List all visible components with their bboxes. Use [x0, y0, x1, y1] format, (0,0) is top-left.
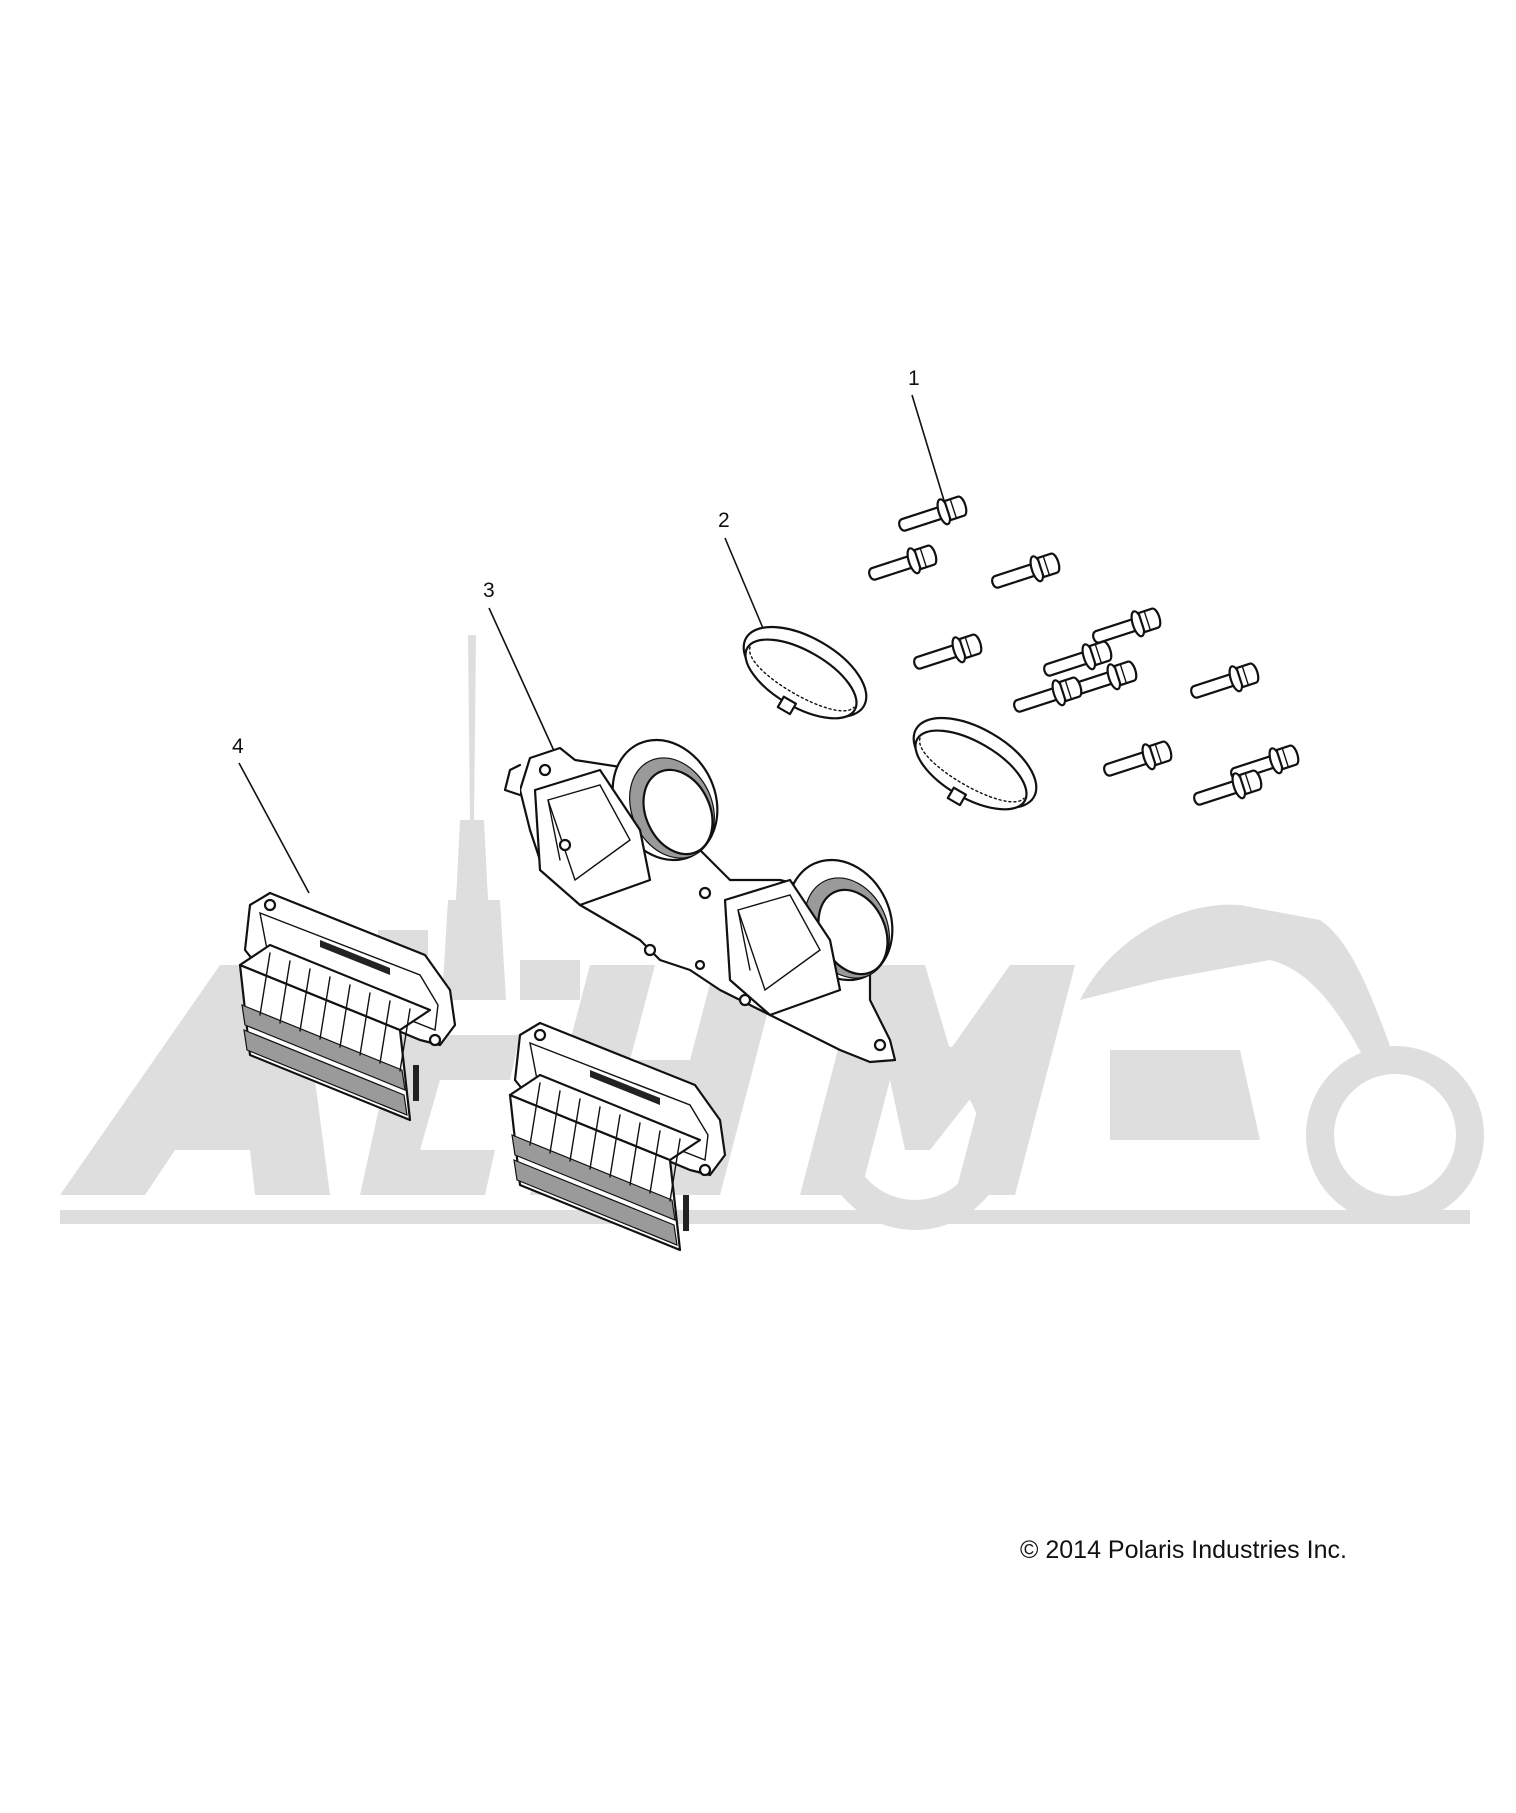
callout-label-3: 3	[483, 579, 495, 602]
copyright-text: © 2014 Polaris Industries Inc.	[1020, 1536, 1347, 1564]
bolt	[1099, 736, 1176, 785]
callout-label-1: 1	[908, 367, 920, 390]
right-boot	[723, 858, 894, 1017]
bolt	[1186, 658, 1263, 707]
callout-label-4: 4	[232, 735, 244, 758]
bolt	[864, 540, 941, 589]
hose-clamp	[912, 716, 1038, 811]
hose-clamps	[742, 625, 1038, 811]
bolt	[909, 629, 986, 678]
callout-1: 1	[908, 367, 947, 508]
bolt	[1009, 672, 1086, 721]
callout-3: 3	[483, 579, 556, 754]
left-boot	[533, 738, 719, 907]
callout-label-2: 2	[718, 509, 730, 532]
bolt	[987, 548, 1064, 597]
callout-2: 2	[718, 509, 766, 634]
watermark-motorcycle	[820, 904, 1484, 1230]
hose-clamp	[742, 625, 868, 720]
bolt	[894, 491, 971, 540]
bolt	[1189, 765, 1266, 814]
callout-4: 4	[232, 735, 310, 894]
intake-manifold	[503, 738, 897, 1064]
